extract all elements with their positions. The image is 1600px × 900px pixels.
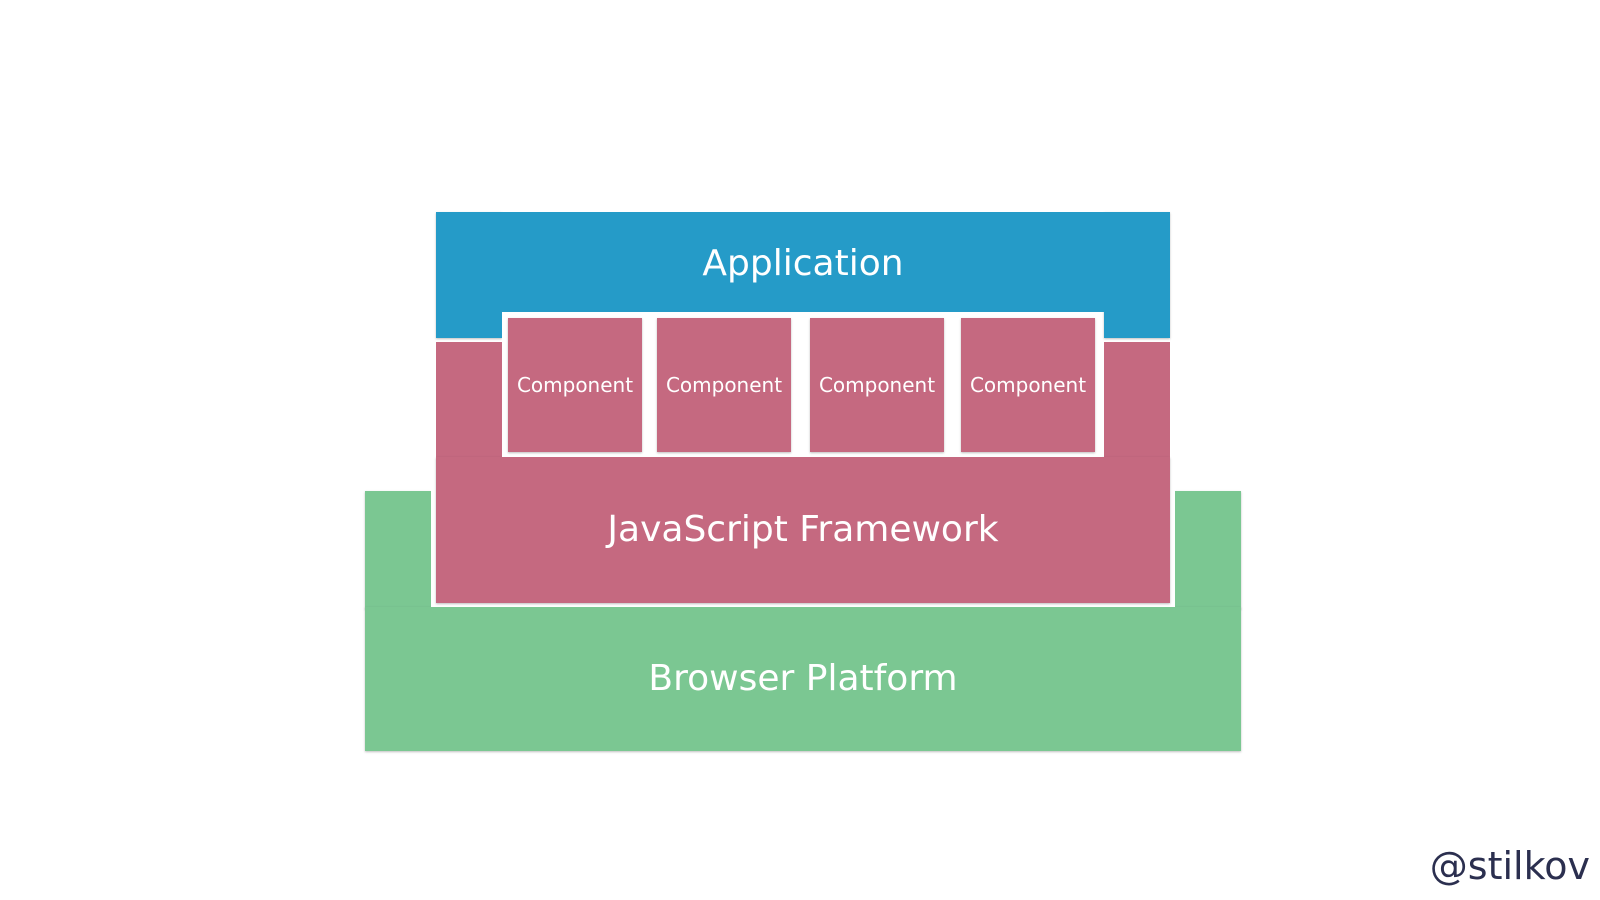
browser-platform-layer xyxy=(365,607,1241,751)
framework-right-pillar xyxy=(1104,342,1170,460)
javascript-framework-layer xyxy=(436,457,1170,603)
author-handle: @stilkov xyxy=(1429,844,1590,888)
browser-platform-label: Browser Platform xyxy=(648,658,958,699)
framework-left-pillar xyxy=(436,342,502,460)
component-box: Component xyxy=(810,318,944,452)
application-label: Application xyxy=(702,243,904,284)
component-label: Component xyxy=(969,373,1087,397)
component-label: Component xyxy=(665,373,783,397)
component-box: Component xyxy=(508,318,642,452)
application-layer xyxy=(436,212,1170,312)
component-label: Component xyxy=(818,373,936,397)
component-box: Component xyxy=(657,318,791,452)
browser-platform-left-pillar xyxy=(365,491,431,609)
javascript-framework-label: JavaScript Framework xyxy=(607,509,999,550)
component-label: Component xyxy=(516,373,634,397)
browser-platform-right-pillar xyxy=(1175,491,1241,609)
component-box: Component xyxy=(961,318,1095,452)
